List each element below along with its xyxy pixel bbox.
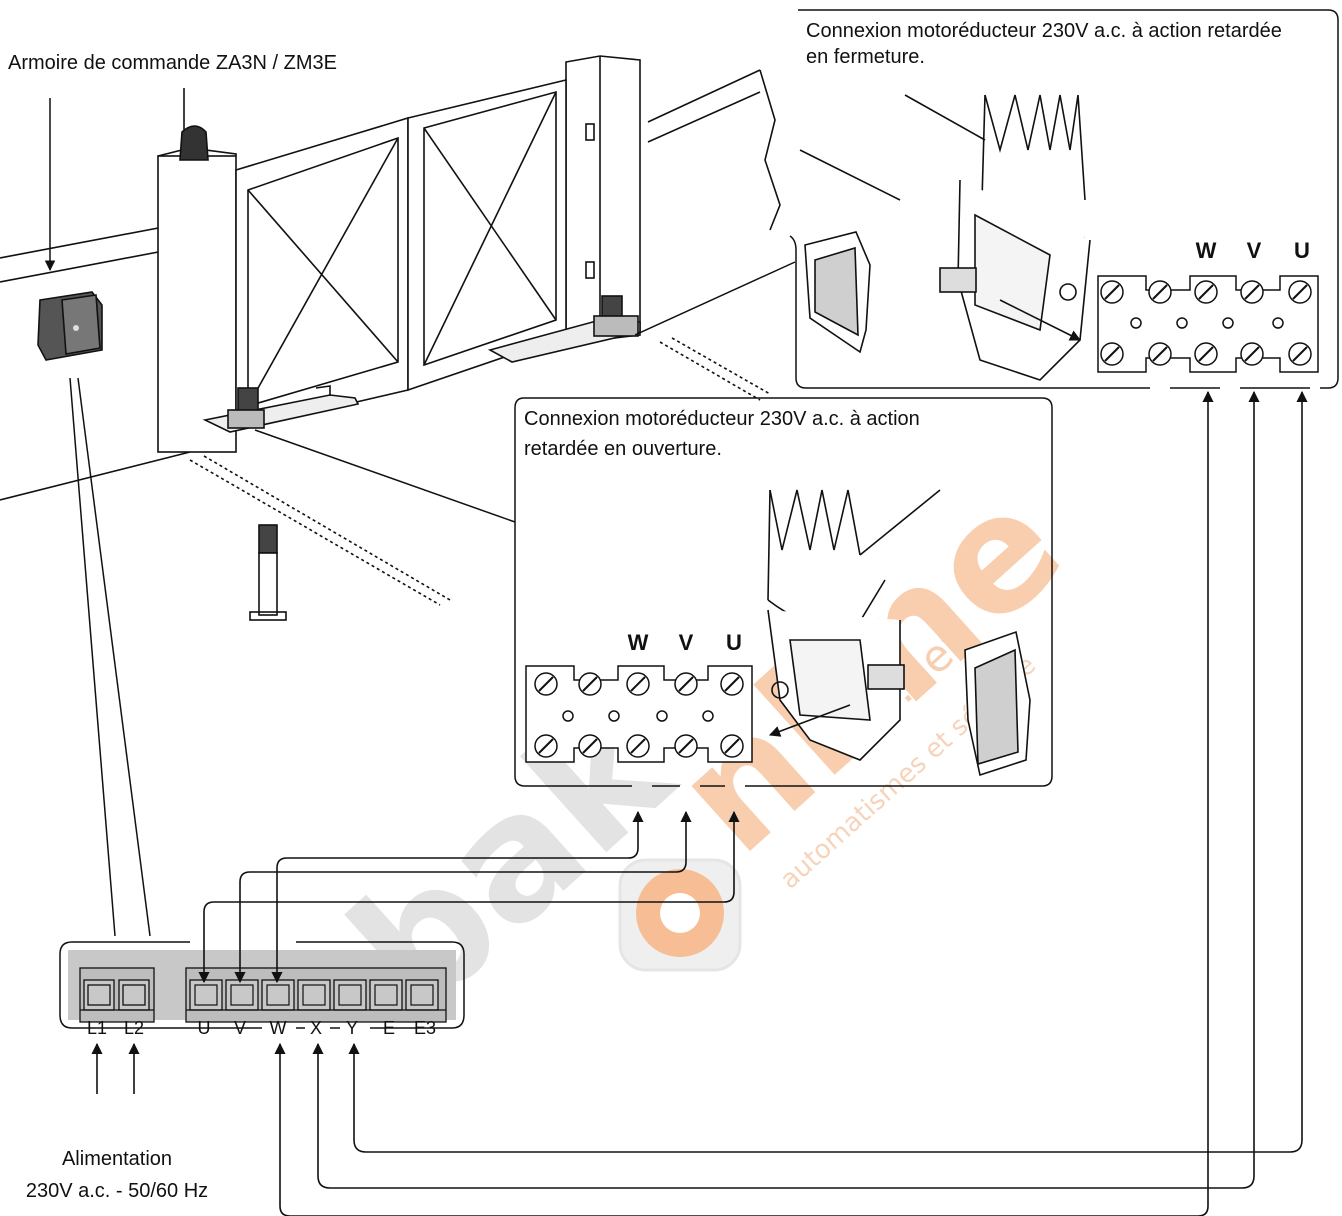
supply-label-line1: Alimentation [61,1148,173,1170]
terminal-w: W [270,1018,287,1038]
terminal-e: E [383,1018,395,1038]
closing-terminal-w: W [1196,238,1217,263]
opening-terminal-u: U [726,630,742,655]
flashing-lamp-icon [179,88,209,161]
wire-closing-u [348,390,1308,1153]
opening-terminal-block: W V U [525,630,753,763]
closing-terminal-block: W V U [1097,238,1319,373]
photocell-post-icon [249,524,287,621]
opening-terminal-v: V [679,630,694,655]
control-board: L1 L2 U V W X Y E E3 [59,941,465,1038]
terminal-e3: E3 [414,1018,436,1038]
control-cabinet-icon [37,291,103,361]
terminal-y: Y [346,1018,358,1038]
supply-label-line2: 230V a.c. - 50/60 Hz [25,1180,209,1202]
closing-motor-icon [799,94,1091,381]
opening-motor-title-line1: Connexion motoréducteur 230V a.c. à acti… [524,408,920,430]
terminal-l1: L1 [87,1018,107,1038]
closing-terminal-u: U [1294,238,1310,263]
terminal-x: X [310,1018,322,1038]
watermark-logo-icon [618,858,742,972]
closing-terminal-v: V [1247,238,1262,263]
leader-lines [44,98,796,937]
opening-terminal-w: W [628,630,649,655]
gate-scene [0,55,781,621]
wiring [91,390,1308,1216]
control-cabinet-label: Armoire de commande ZA3N / ZM3E [8,52,337,74]
terminal-u: U [198,1018,211,1038]
wire-closing-w [274,390,1214,1216]
terminal-l2: L2 [124,1018,144,1038]
opening-motor-title-line2: retardée en ouverture. [524,438,722,460]
closing-motor-callout: W V U [789,9,1339,389]
right-gate-motor-icon [487,295,641,363]
closing-motor-title-line1: Connexion motoréducteur 230V a.c. à acti… [806,20,1282,42]
wire-closing-v [312,390,1260,1189]
terminal-v: V [234,1018,246,1038]
closing-motor-title-line2: en fermeture. [806,46,925,68]
